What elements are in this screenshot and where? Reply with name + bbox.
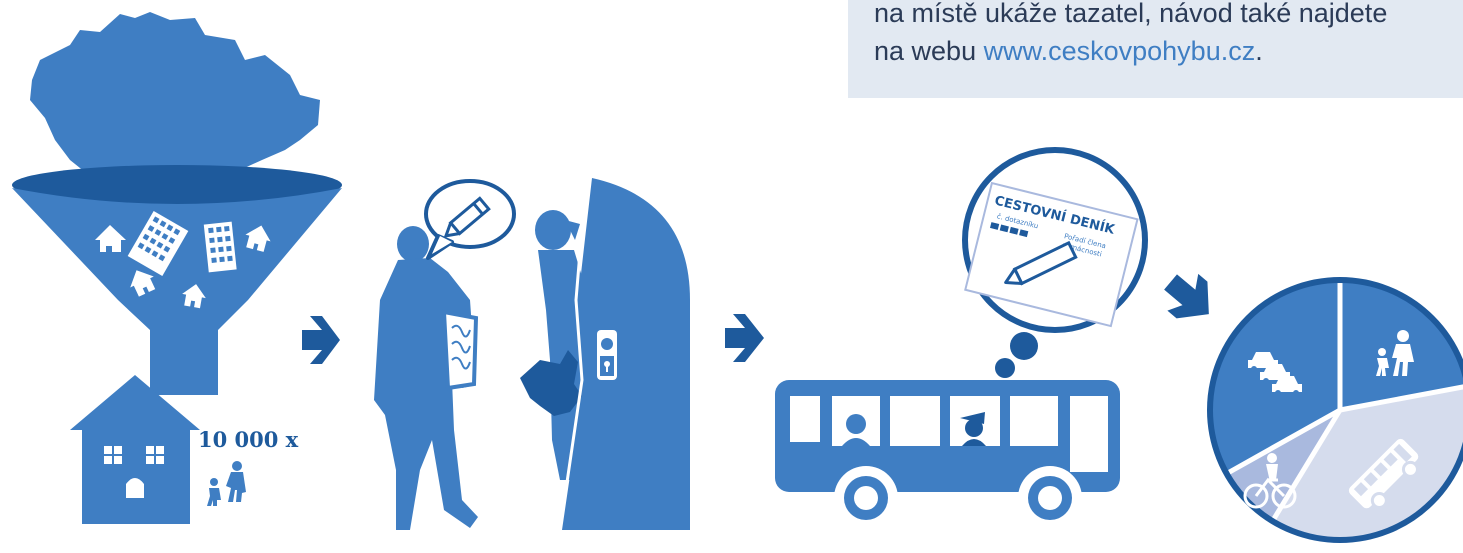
apartment-icon [204,222,237,273]
questionnaire-icon [444,312,476,388]
family-icon [207,461,246,506]
family-house-icon [70,375,200,524]
speech-bubble-icon [426,181,514,258]
funnel-icon [12,188,342,395]
arrow-right-icon [302,316,340,364]
arrow-right-icon [725,314,764,362]
arrow-down-right-icon [1155,264,1224,333]
thought-bubble-dot [995,358,1015,378]
modal-split-pie [1210,280,1463,540]
bus-icon [766,380,1120,530]
thought-bubble-dot [1010,332,1038,360]
household-count: 10 000 x [198,427,298,452]
czech-map-icon [30,12,320,190]
door-handle-icon [597,330,617,380]
